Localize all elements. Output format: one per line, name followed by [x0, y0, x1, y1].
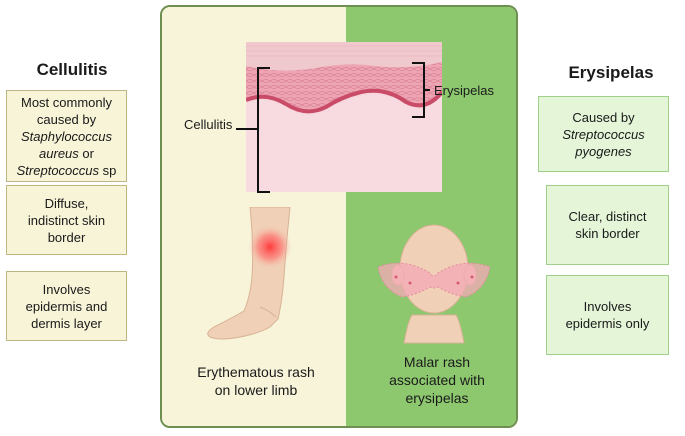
comparison-panel: Cellulitis Erysipelas Erythematous rash — [160, 5, 518, 428]
cellulitis-cause-box: Most commonly caused by Staphylococcus a… — [6, 90, 127, 182]
malar-rash-caption-line1: Malar rash — [403, 354, 471, 370]
erysipelas-layer-line1: Involves — [583, 299, 632, 314]
cellulitis-layer-box: Involves epidermis and dermis layer — [6, 271, 127, 341]
cellulitis-cause-line4b: or — [78, 145, 94, 161]
cellulitis-cause-line1: Most commonly — [20, 94, 113, 110]
cellulitis-title: Cellulitis — [36, 60, 108, 79]
erysipelas-label: Erysipelas — [434, 83, 494, 98]
cellulitis-layer-line1: Involves — [42, 281, 91, 297]
erysipelas-border-line1: Clear, distinct — [568, 209, 647, 224]
erysipelas-cause-line3: pyogenes — [575, 143, 632, 159]
leg-rash-caption-line2: on lower limb — [214, 382, 298, 398]
erysipelas-cause-box: Caused by Streptococcus pyogenes — [538, 96, 669, 172]
leg-rash-caption: Erythematous rash on lower limb — [176, 363, 336, 399]
cellulitis-border-line3: border — [47, 229, 86, 245]
cellulitis-cause-line5a: Streptococcus — [16, 162, 100, 178]
malar-rash-caption-line3: erysipelas — [405, 390, 469, 406]
erysipelas-title: Erysipelas — [568, 63, 654, 82]
skin-cross-section-illustration — [246, 42, 442, 192]
cellulitis-cause-line2: caused by — [36, 111, 97, 127]
cellulitis-border-box: Diffuse, indistinct skin border — [6, 185, 127, 255]
cellulitis-cause-line4a: aureus — [39, 145, 79, 161]
cellulitis-cause-line5b: sp — [99, 162, 117, 178]
head-with-malar-rash-illustration — [377, 224, 491, 344]
malar-rash-caption: Malar rash associated with erysipelas — [362, 353, 512, 407]
erysipelas-bracket — [412, 62, 430, 118]
cellulitis-border-line1: Diffuse, — [44, 195, 89, 211]
cellulitis-border-line2: indistinct skin — [27, 212, 106, 228]
erysipelas-cause-line2: Streptococcus — [562, 126, 645, 142]
cellulitis-pointer-line — [236, 128, 258, 130]
cellulitis-bracket — [257, 67, 270, 193]
erysipelas-border-line2: skin border — [575, 226, 640, 241]
cellulitis-cause-line3: Staphylococcus — [20, 128, 113, 144]
lower-leg-illustration — [207, 207, 292, 340]
erysipelas-layer-box: Involves epidermis only — [546, 275, 669, 355]
erysipelas-cause-line1: Caused by — [572, 109, 635, 125]
cellulitis-layer-line2: epidermis and — [25, 298, 108, 314]
erysipelas-layer-line2: epidermis only — [565, 316, 650, 331]
cellulitis-label: Cellulitis — [184, 117, 233, 132]
leg-rash-caption-line1: Erythematous rash — [197, 364, 315, 380]
cellulitis-layer-line3: dermis layer — [31, 315, 102, 331]
malar-rash-caption-line2: associated with — [389, 372, 485, 388]
erysipelas-border-box: Clear, distinct skin border — [546, 185, 669, 265]
